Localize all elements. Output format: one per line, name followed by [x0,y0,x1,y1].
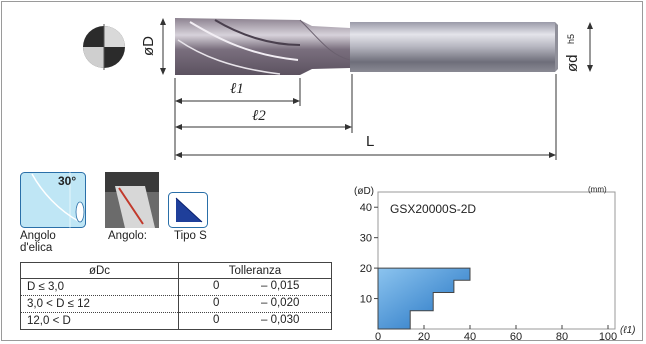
range-area [377,267,471,330]
y-tick-label: 10 [360,294,372,306]
y-tick-label: 30 [360,233,372,245]
tool-body [175,18,558,75]
tolerance-lower: – 0,030 [261,314,300,326]
row-tolerance: 0 – 0,015 [178,278,332,296]
x-tick-label: 40 [464,331,476,340]
tolerance-upper: 0 [213,280,220,292]
table-header-row: øDc Tolleranza [20,262,332,279]
application-range-chart: (øD) (mm) GSX20000S-2D (ℓ1) 10 20 30 40 0 20… [354,185,635,340]
plot-area-border [377,191,616,330]
tolerance-table: øDc Tolleranza D ≤ 3,0 0 – 0,015 3,0 < D… [20,262,332,330]
type-s-caption: Tipo S [174,230,207,242]
header-tolerance: Tolleranza [178,262,332,279]
x-tick-label: 0 [375,331,381,340]
tolerance-lower: – 0,015 [261,280,300,292]
angle-caption: Angolo: [108,230,148,242]
dimension-lines [162,20,591,160]
helix-angle-icon [20,172,86,228]
dim-d-tolerance: h5 [566,33,576,44]
dim-l2-label: ℓ2 [252,108,266,124]
chart-ylabel: (øD) [354,186,374,197]
end-mill-drawing [83,18,593,160]
angle-photo-icon [105,172,159,228]
x-tick-label: 20 [418,331,430,340]
row-tolerance: 0 – 0,020 [178,295,332,313]
chart-title: GSX20000S-2D [390,202,476,216]
end-view-icon [83,24,125,70]
chart-unit: (mm) [588,185,607,194]
x-tick-label: 80 [556,331,568,340]
dim-L-label: L [366,133,375,150]
dim-l1-label: ℓ1 [230,81,244,97]
tolerance-upper: 0 [213,297,220,309]
tolerance-lower: – 0,020 [261,297,300,309]
helix-angle-value: 30° [58,174,77,188]
y-tick-label: 20 [360,263,372,275]
x-tick-label: 60 [510,331,522,340]
x-tick-label: 100 [599,331,617,340]
row-condition: 12,0 < D [20,312,179,330]
y-tick-label: 40 [360,202,372,214]
table-row: D ≤ 3,0 0 – 0,015 [20,278,332,296]
chart-xlabel: (ℓ1) [620,325,635,336]
row-condition: D ≤ 3,0 [20,278,179,296]
row-condition: 3,0 < D ≤ 12 [20,295,179,313]
dim-d-label: ød [564,54,581,72]
type-s-icon [168,192,208,228]
tolerance-upper: 0 [213,314,220,326]
row-tolerance: 0 – 0,030 [178,312,332,330]
table-row: 12,0 < D 0 – 0,030 [20,312,332,330]
dim-D-label: øD [140,36,157,56]
table-row: 3,0 < D ≤ 12 0 – 0,020 [20,295,332,313]
header-diameter: øDc [20,262,179,279]
